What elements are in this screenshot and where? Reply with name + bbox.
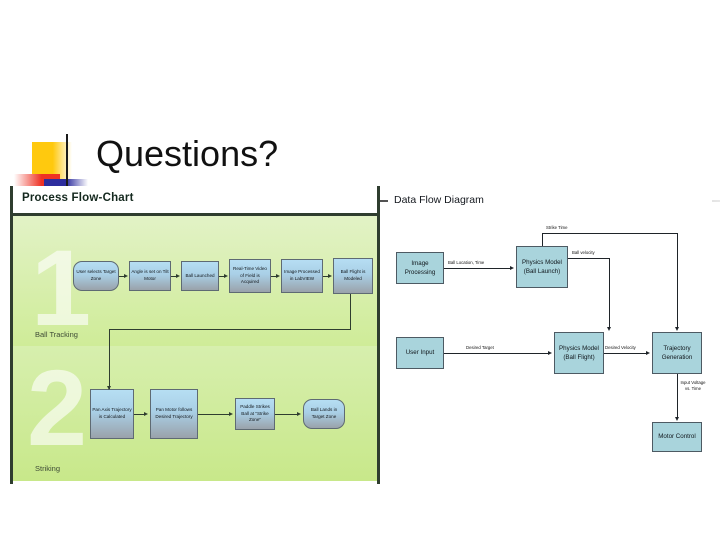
dfd-label-desired-velocity: Desired Velocity bbox=[605, 345, 636, 350]
flow-band-ball-tracking: 1 Ball Tracking User selects Target Zone… bbox=[13, 216, 377, 346]
flow-arrow-6 bbox=[134, 414, 145, 415]
flow-node-ball-flight-modeled: Ball Flight is Modeled bbox=[333, 258, 373, 294]
process-flow-chart-panel: Process Flow-Chart 1 Ball Tracking User … bbox=[10, 186, 380, 484]
dfd-edge-ball-velocity-across bbox=[568, 258, 609, 259]
flow-chart-title: Process Flow-Chart bbox=[22, 192, 134, 204]
dfd-label-desired-target: Desired Target bbox=[466, 345, 494, 350]
page-title: Questions? bbox=[96, 133, 279, 174]
dfd-node-label: Physics Model (Ball Launch) bbox=[522, 258, 562, 275]
dfd-edge-strike-time-down bbox=[677, 233, 678, 328]
flow-node-paddle-strikes-ball: Paddle Strikes Ball at "Strike Zone" bbox=[235, 398, 275, 430]
slide-title-block: Questions? bbox=[0, 62, 720, 220]
flow-node-label: Image Processed in LabVIEW bbox=[284, 269, 320, 281]
decor-vertical-rule bbox=[66, 134, 68, 220]
flow-node-label: Angle is set on Tilt Motor bbox=[131, 269, 169, 281]
flow-node-ball-launched: Ball Launched bbox=[181, 261, 219, 291]
flow-connector-arrowhead bbox=[106, 386, 111, 390]
flow-node-label: Pan Motor follows Desired Trajectory bbox=[155, 407, 193, 419]
flow-node-label: Ball Launched bbox=[185, 272, 215, 278]
flow-node-ball-lands-target-zone: Ball Lands in Target Zone bbox=[303, 399, 345, 429]
flow-node-pan-axis-trajectory-calculated: Pan Axis Trajectory is Calculated bbox=[90, 389, 134, 439]
flow-node-label: Ball Lands in Target Zone bbox=[310, 407, 338, 419]
flow-arrowhead-4 bbox=[276, 273, 280, 278]
flow-band-striking: 2 Striking Pan Axis Trajectory is Calcul… bbox=[13, 346, 377, 481]
dfd-edge-strike-time-across bbox=[542, 233, 677, 234]
flow-node-pan-motor-follows-trajectory: Pan Motor follows Desired Trajectory bbox=[150, 389, 198, 439]
dfd-node-motor-control: Motor Control bbox=[652, 422, 702, 452]
embedded-diagram-image: Process Flow-Chart 1 Ball Tracking User … bbox=[10, 186, 712, 486]
dfd-edge-desired-velocity bbox=[604, 353, 646, 354]
flow-arrowhead-6 bbox=[144, 411, 148, 416]
flow-connector-down-2 bbox=[109, 329, 110, 389]
flow-node-image-processed-labview: Image Processed in LabVIEW bbox=[281, 259, 323, 293]
flow-arrow-7 bbox=[198, 414, 230, 415]
dfd-label-input-voltage-vs-time: Input Voltage vs. Time bbox=[680, 380, 706, 392]
dfd-node-physics-model-ball-launch: Physics Model (Ball Launch) bbox=[516, 246, 568, 288]
dfd-node-label: User Input bbox=[405, 349, 435, 357]
flow-node-label: User selects Target Zone bbox=[76, 269, 116, 281]
flow-arrowhead-8 bbox=[297, 411, 301, 416]
dfd-node-label: Image Processing bbox=[404, 259, 436, 276]
dfd-node-image-processing: Image Processing bbox=[396, 252, 444, 284]
flow-arrow-3 bbox=[219, 276, 225, 277]
flow-arrow-8 bbox=[275, 414, 298, 415]
flow-arrowhead-5 bbox=[328, 273, 332, 278]
dfd-edge-ball-location-time bbox=[444, 268, 510, 269]
flow-node-angle-set-tilt-motor: Angle is set on Tilt Motor bbox=[129, 261, 171, 291]
dfd-label-ball-velocity: Ball velocity bbox=[572, 250, 595, 255]
flow-arrowhead-7 bbox=[229, 411, 233, 416]
dfd-arrowhead-input-voltage bbox=[674, 417, 679, 421]
dfd-node-label: Physics Model (Ball Flight) bbox=[559, 344, 599, 361]
flow-panel-right-rule bbox=[377, 186, 380, 484]
flow-connector-down bbox=[350, 294, 351, 329]
flow-node-realtime-video-acquired: Real-Time Video of Field is Acquired bbox=[229, 259, 271, 293]
flow-arrow-5 bbox=[323, 276, 329, 277]
flow-arrow-1 bbox=[119, 276, 125, 277]
decor-yellow-square bbox=[32, 142, 72, 180]
dfd-arrowhead-ball-location-time bbox=[510, 265, 514, 270]
dfd-node-user-input: User Input bbox=[396, 337, 444, 369]
dfd-arrowhead-strike-time bbox=[674, 327, 679, 331]
flow-arrow-4 bbox=[271, 276, 277, 277]
dfd-label-ball-location-time: Ball Location, Time bbox=[448, 260, 485, 265]
flow-panel-left-rule bbox=[10, 186, 13, 484]
dfd-edge-strike-time-up bbox=[542, 233, 543, 246]
flow-chart-title-rule bbox=[13, 213, 380, 216]
flow-node-label: Ball Flight is Modeled bbox=[340, 269, 366, 281]
dfd-edge-desired-target bbox=[444, 353, 548, 354]
data-flow-diagram-panel: Data Flow Diagram Image Processing Physi… bbox=[388, 186, 712, 484]
dfd-node-physics-model-ball-flight: Physics Model (Ball Flight) bbox=[554, 332, 604, 374]
flow-node-user-selects-target-zone: User selects Target Zone bbox=[73, 261, 119, 291]
dfd-node-label: Motor Control bbox=[658, 433, 696, 441]
dfd-node-trajectory-generation: Trajectory Generation bbox=[652, 332, 702, 374]
flow-arrowhead-2 bbox=[176, 273, 180, 278]
flow-arrow-2 bbox=[171, 276, 177, 277]
dfd-node-label: Trajectory Generation bbox=[661, 344, 693, 361]
flow-arrowhead-1 bbox=[124, 273, 128, 278]
data-flow-diagram-title: Data Flow Diagram bbox=[394, 194, 484, 206]
band-label-ball-tracking: Ball Tracking bbox=[35, 330, 78, 339]
band-number-2: 2 bbox=[27, 347, 88, 468]
flow-node-label: Paddle Strikes Ball at "Strike Zone" bbox=[240, 404, 270, 423]
band-label-striking: Striking bbox=[35, 464, 61, 473]
dfd-arrowhead-desired-velocity bbox=[646, 350, 650, 355]
dfd-arrowhead-ball-velocity bbox=[606, 327, 611, 331]
dfd-arrowhead-desired-target bbox=[548, 350, 552, 355]
dfd-edge-input-voltage-vs-time bbox=[677, 374, 678, 418]
dfd-label-strike-time: Strike Time bbox=[546, 225, 568, 230]
flow-node-label: Pan Axis Trajectory is Calculated bbox=[92, 407, 132, 419]
flow-node-label: Real-Time Video of Field is Acquired bbox=[233, 266, 267, 285]
dfd-edge-ball-velocity-down bbox=[609, 258, 610, 328]
flow-arrowhead-3 bbox=[224, 273, 228, 278]
flow-connector-left bbox=[109, 329, 351, 330]
